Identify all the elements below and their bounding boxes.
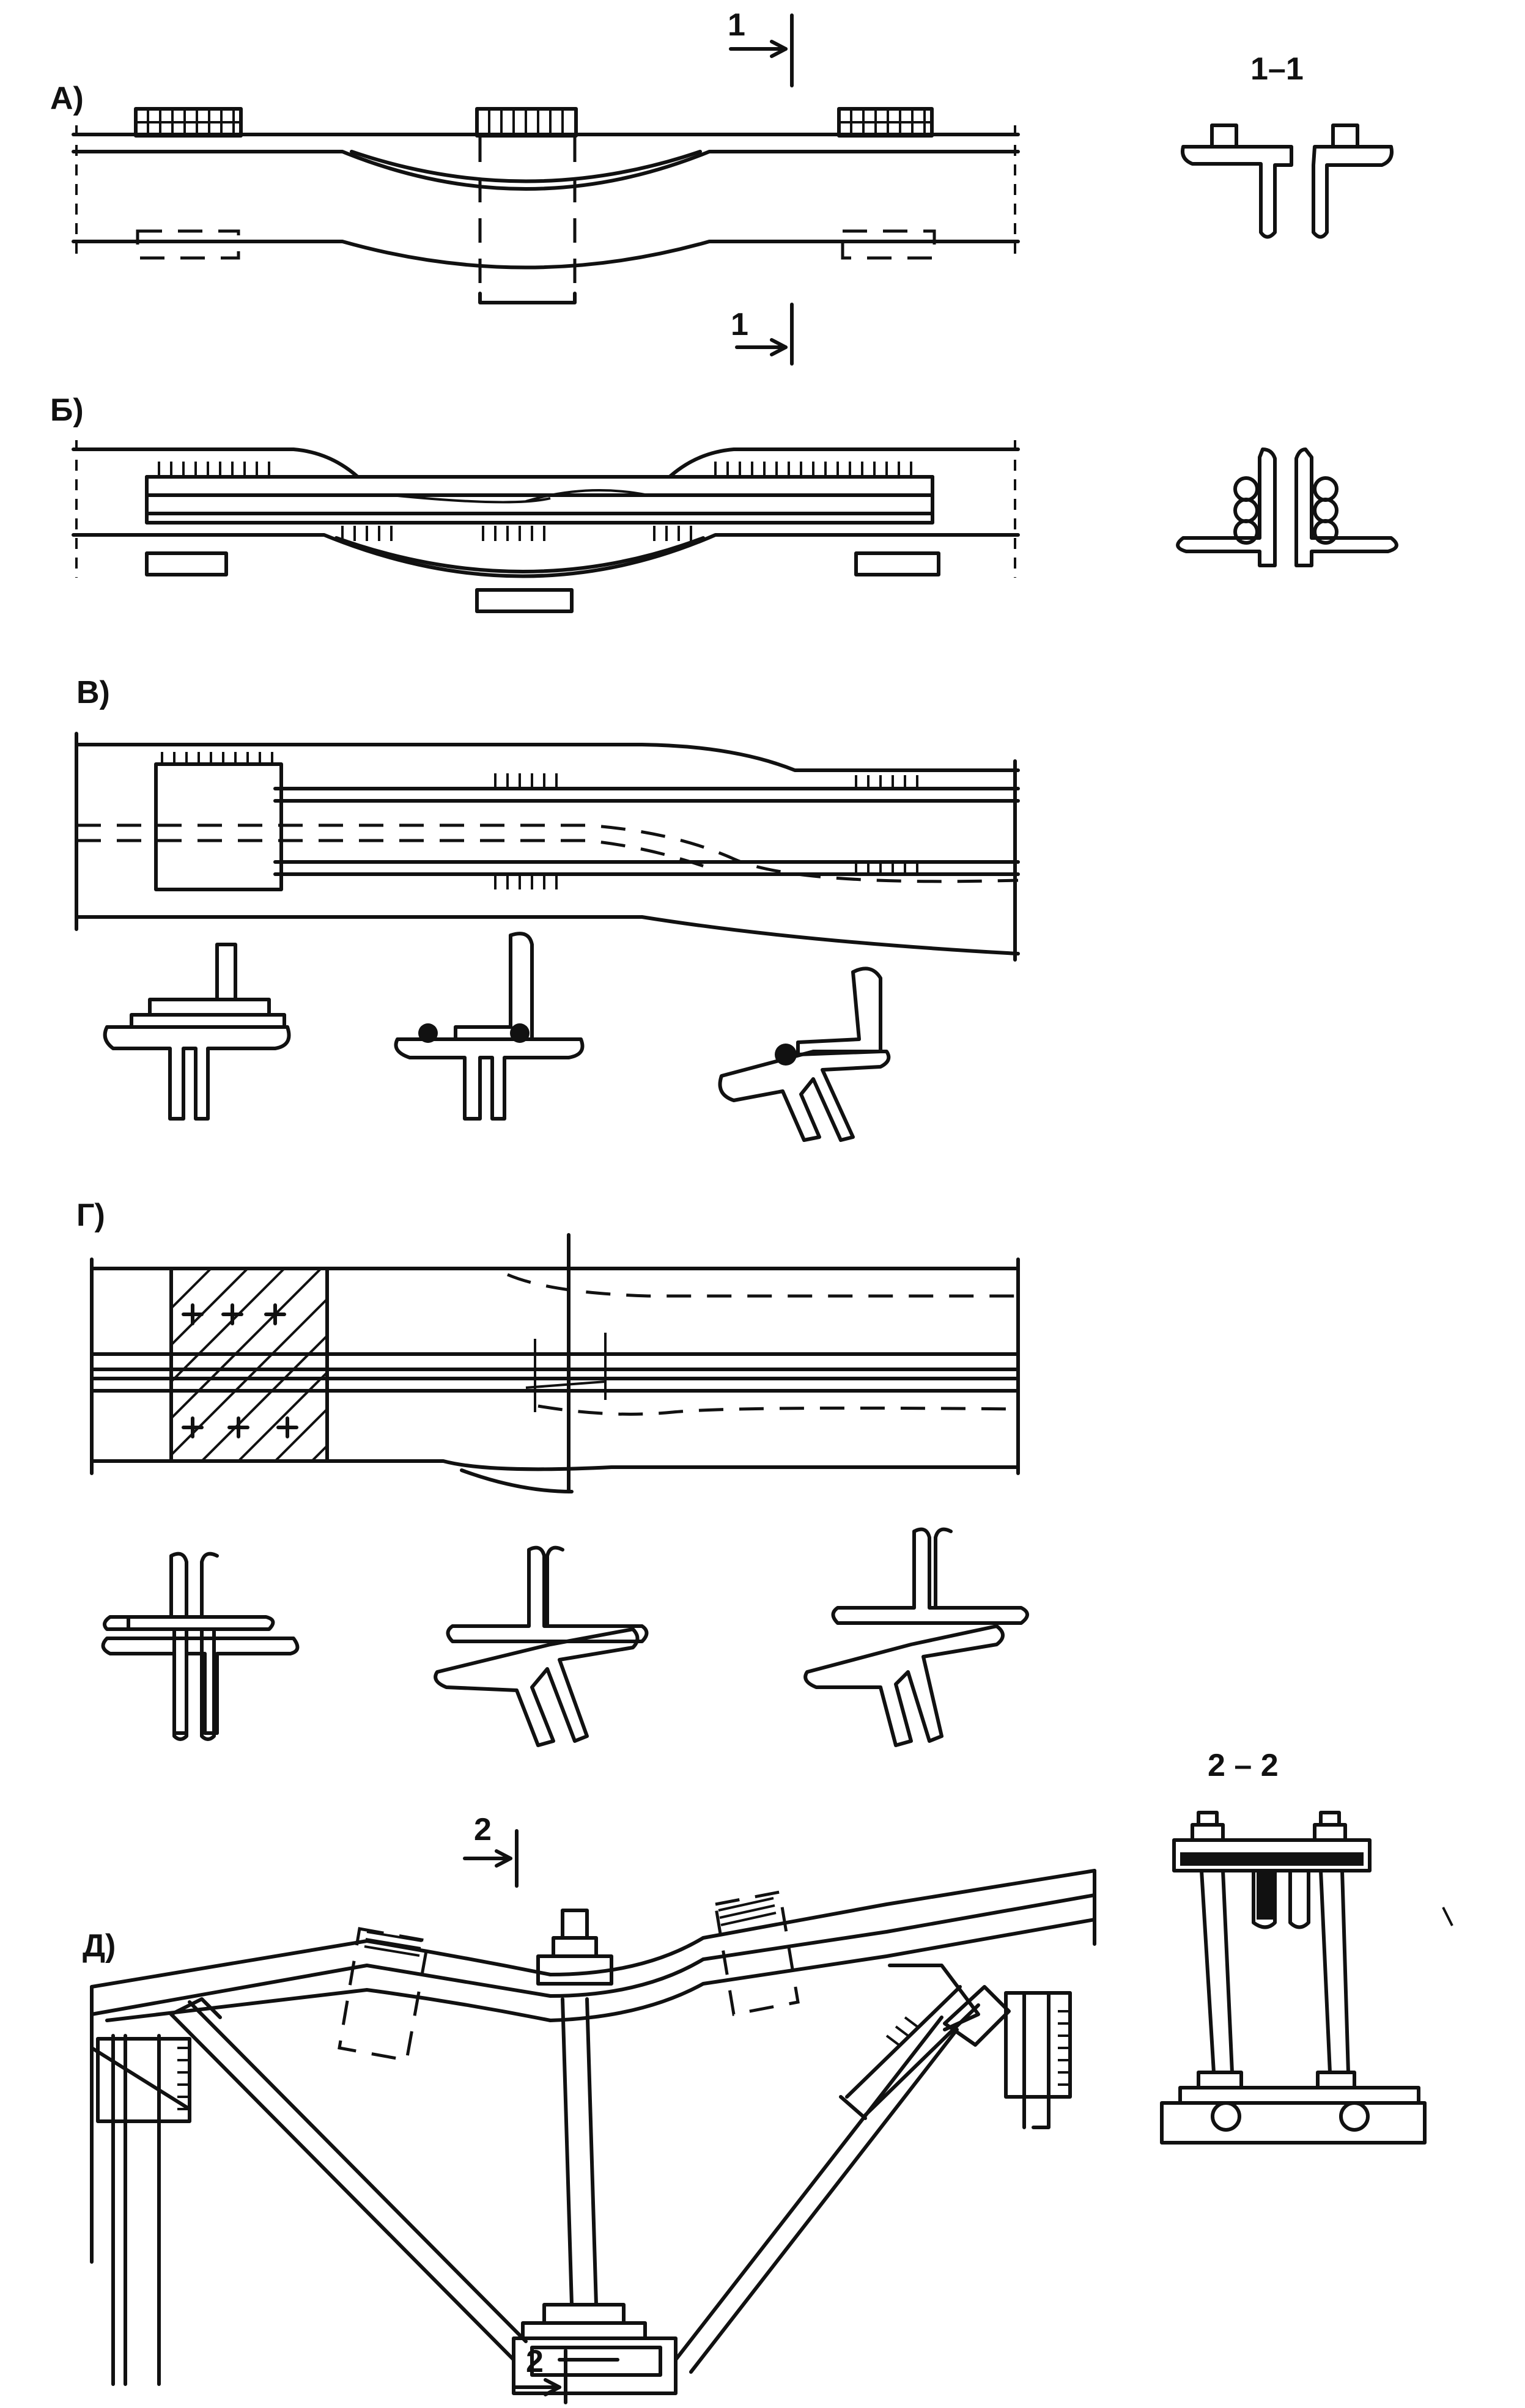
- figure-a-label: А): [50, 81, 84, 116]
- figure-b: Б): [50, 392, 1398, 613]
- section-2-title: 2 – 2: [1208, 1748, 1279, 1783]
- figure-a: А) 1 1 1–1: [50, 7, 1394, 366]
- section-2-mark-top: 2: [474, 1812, 492, 1847]
- section-1-mark-top: 1: [728, 7, 745, 43]
- figure-g: Г): [76, 1198, 1029, 1747]
- figure-g-label: Г): [76, 1198, 105, 1233]
- cross-profiles: [101, 1527, 1029, 1747]
- figure-d-label: Д): [83, 1928, 116, 1964]
- section-1-title: 1–1: [1250, 51, 1304, 87]
- figure-v-label: В): [76, 675, 110, 710]
- section-2-mark-bottom: 2: [526, 2344, 544, 2379]
- figure-d: Д) 2: [83, 1748, 1453, 2404]
- figure-b-label: Б): [50, 392, 84, 428]
- section-1-mark-bottom: 1: [731, 307, 748, 342]
- figure-v: В): [75, 675, 1020, 1142]
